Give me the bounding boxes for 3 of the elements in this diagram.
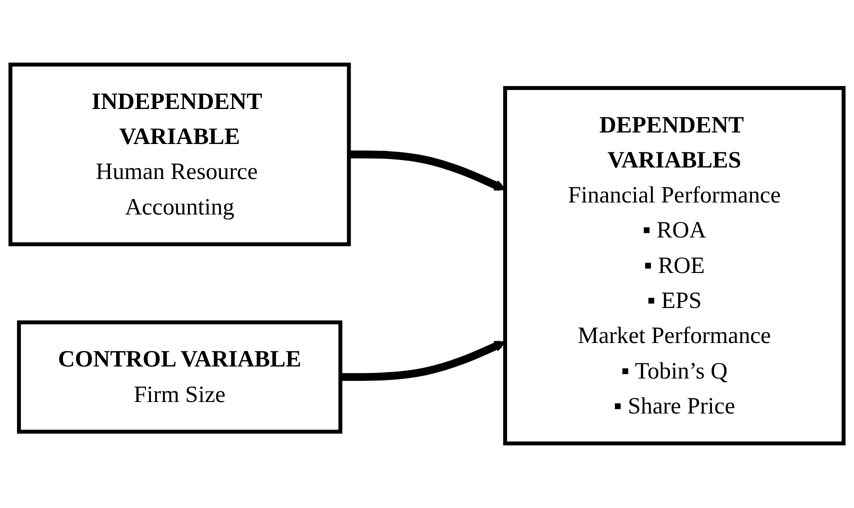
node-box: DEPENDENT VARIABLES Financial Performance ▪ ROA ▪ ROE ▪ EPS Market Performance ▪ Tobin’s Q ▪ Share Price xyxy=(503,86,846,446)
node-box: CONTROL VARIABLE Firm Size xyxy=(17,320,342,434)
node-box: INDEPENDENT VARIABLE Human Resource Accounting xyxy=(8,62,351,246)
